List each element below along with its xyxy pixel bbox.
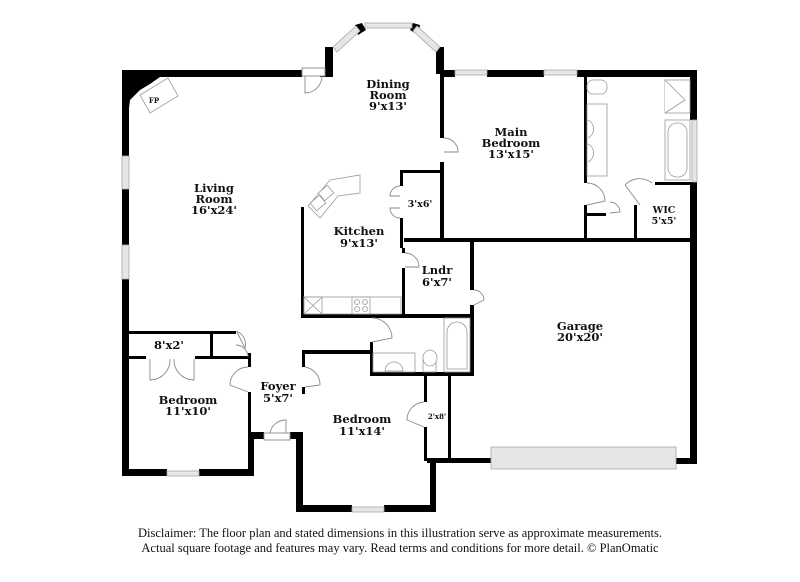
laundry-name: Lndr [422,263,453,277]
living-room-name-2: Room [195,192,232,206]
dining-room-dims: 9'x13' [369,99,407,113]
wic-dims: 5'x5' [652,216,677,227]
dining-room-name-2: Room [369,88,406,102]
closet-bed3-dims: 2'x8' [428,412,446,421]
wic-name: WIC [652,205,676,216]
living-room-dims: 16'x24' [191,203,237,217]
kitchen-dims: 9'x13' [340,236,378,250]
closet-hall-dims: 8'x2' [154,338,184,352]
main-bedroom-dims: 13'x15' [488,147,534,161]
fixtures [139,77,691,373]
walls [122,23,697,512]
main-bedroom-name-2: Bedroom [482,136,541,150]
foyer-name: Foyer [260,379,296,393]
disclaimer-line-1: Disclaimer: The floor plan and stated di… [138,526,662,540]
kitchen-name: Kitchen [334,224,385,238]
disclaimer: Disclaimer: The floor plan and stated di… [0,526,800,556]
disclaimer-line-2: Actual square footage and features may v… [141,541,659,555]
living-room-name-1: Living [194,181,234,195]
fireplace-label: FP [149,96,160,105]
main-bedroom-name-1: Main [495,125,529,139]
laundry-dims: 6'x7' [422,275,452,289]
garage-name: Garage [557,319,603,333]
bedroom-2-name: Bedroom [159,393,218,407]
bedroom-3-name: Bedroom [333,412,392,426]
fireplace [139,77,179,114]
bedroom-3-dims: 11'x14' [339,424,385,438]
foyer-dims: 5'x7' [263,391,293,405]
bedroom-2-dims: 11'x10' [165,404,211,418]
room-labels: FP Dining Room 9'x13' Living Room 16'x24… [149,77,676,438]
windows [121,22,698,513]
pantry-dims: 3'x6' [408,199,433,210]
dining-room-name-1: Dining [366,77,409,91]
doors [149,67,653,441]
garage-dims: 20'x20' [557,330,603,344]
